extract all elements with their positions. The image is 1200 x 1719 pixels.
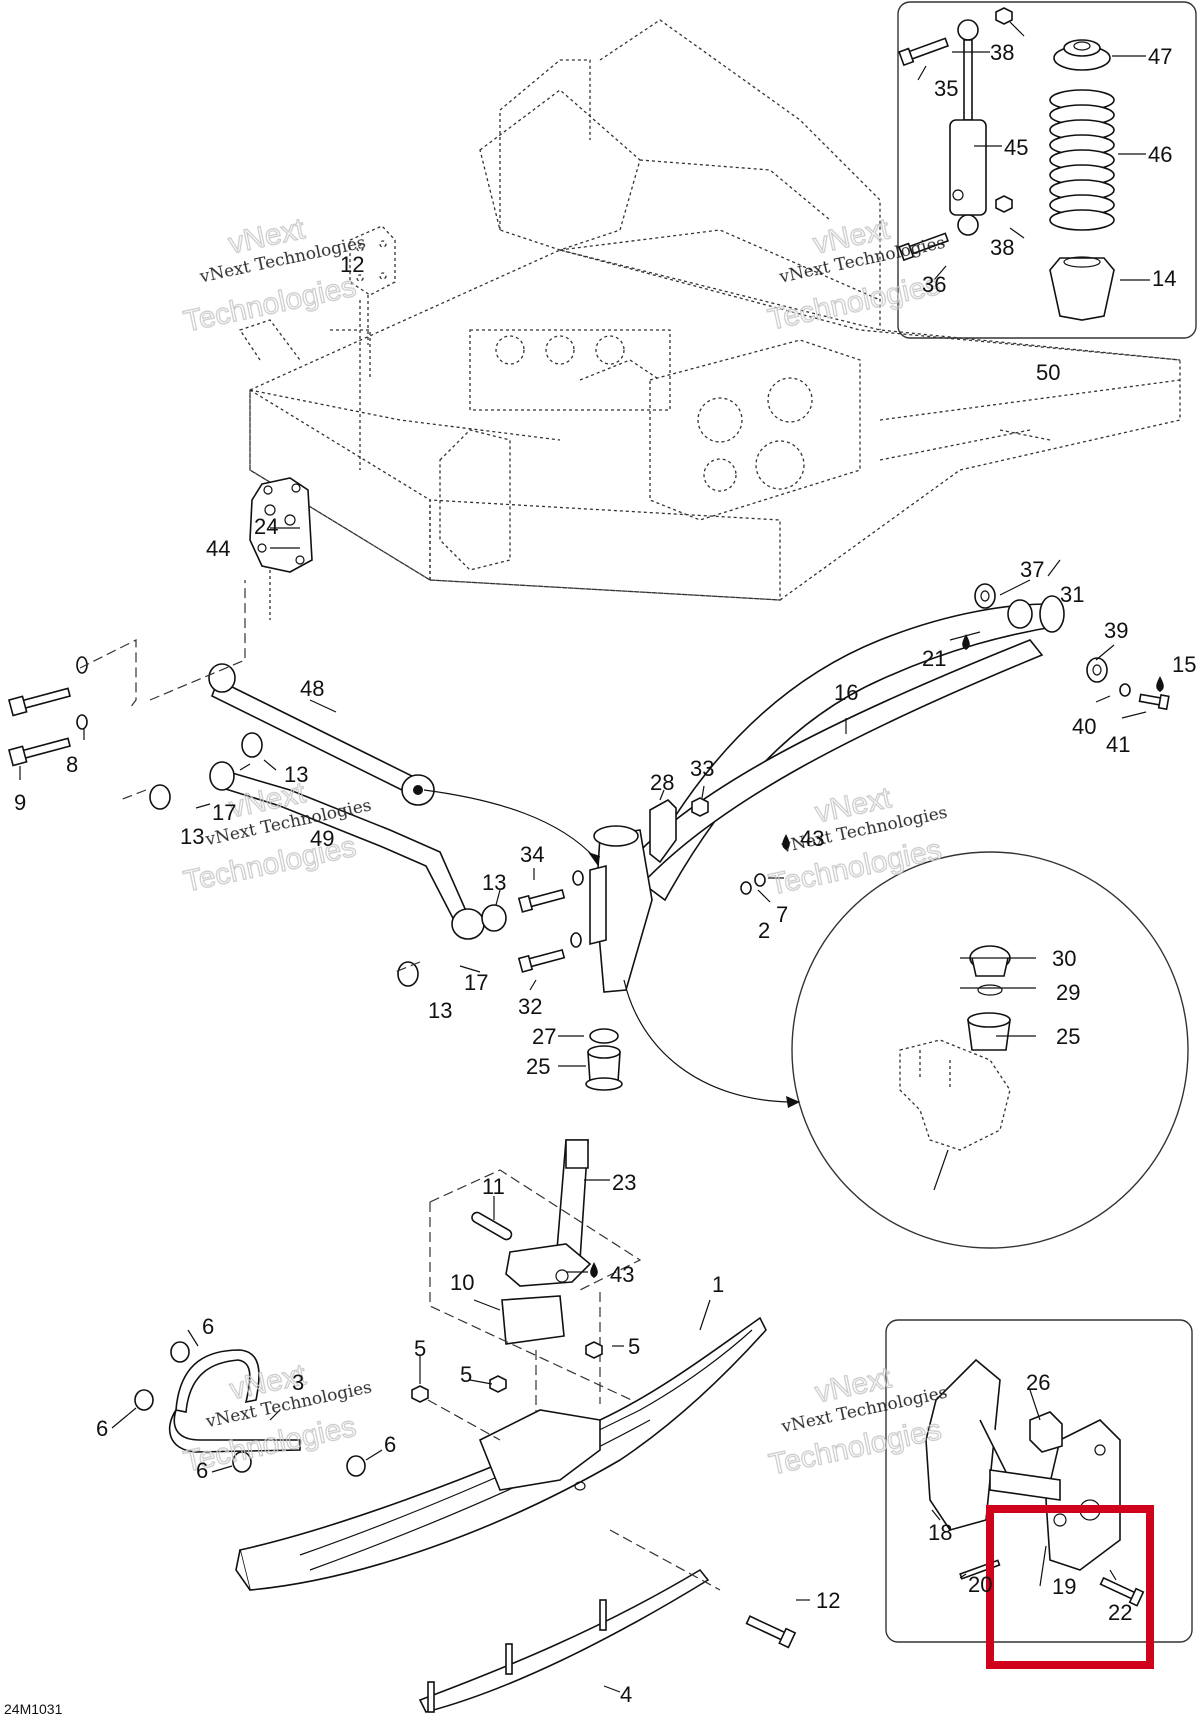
callout-27: 27 — [532, 1024, 556, 1049]
bracket-24 — [249, 477, 313, 620]
callout-46: 46 — [1148, 142, 1172, 167]
grease-drop-icons — [590, 634, 1164, 1278]
callout-23: 23 — [612, 1170, 636, 1195]
highlight-box — [986, 1505, 1154, 1669]
grease-drop-icon — [1156, 676, 1164, 692]
callout-7: 7 — [776, 902, 788, 927]
callout-38: 38 — [990, 235, 1014, 260]
bracket-12 — [349, 225, 396, 345]
callout-2: 2 — [758, 918, 770, 943]
shock-inset-box — [897, 1, 1197, 339]
callout-6: 6 — [202, 1314, 214, 1339]
runner-4 — [418, 1529, 721, 1713]
callout-18: 18 — [928, 1520, 952, 1545]
callout-29: 29 — [1056, 980, 1080, 1005]
callout-31: 31 — [1060, 582, 1084, 607]
callout-30: 30 — [1052, 946, 1076, 971]
callout-43: 43 — [800, 826, 824, 851]
grease-drop-icon — [590, 1262, 598, 1278]
ski-1 — [235, 1316, 767, 1591]
grease-drop-icon — [962, 634, 970, 650]
callout-36: 36 — [922, 272, 946, 297]
ski-leg-inset-box — [885, 1319, 1193, 1669]
callout-8: 8 — [66, 752, 78, 777]
callout-35: 35 — [934, 76, 958, 101]
diagram-code: 24M1031 — [4, 1701, 63, 1717]
callout-47: 47 — [1148, 44, 1172, 69]
handle-3 — [134, 1341, 366, 1477]
callout-13: 13 — [284, 762, 308, 787]
callout-25: 25 — [1056, 1024, 1080, 1049]
nut-5c — [585, 1341, 603, 1359]
nut-5b — [489, 1375, 507, 1393]
callout-48: 48 — [300, 676, 324, 701]
callout-13: 13 — [482, 870, 506, 895]
bolts-9 — [7, 656, 88, 767]
callout-5: 5 — [460, 1362, 472, 1387]
callout-1: 1 — [712, 1272, 724, 1297]
nut-5a — [411, 1385, 429, 1403]
callout-4: 4 — [620, 1682, 632, 1707]
callout-16: 16 — [834, 680, 858, 705]
callout-20: 20 — [968, 1572, 992, 1597]
callout-33: 33 — [690, 756, 714, 781]
callout-12: 12 — [816, 1588, 840, 1613]
spindle-23 — [471, 1139, 592, 1345]
callout-13: 13 — [428, 998, 452, 1023]
a-arm-16 — [589, 583, 1170, 993]
callout-10: 10 — [450, 1270, 474, 1295]
chassis-frame — [238, 19, 1181, 601]
callout-26: 26 — [1026, 1370, 1050, 1395]
bolt-12-lower — [745, 1615, 797, 1649]
spring-46 — [1049, 89, 1115, 231]
callouts: 35 38 47 45 46 38 36 14 50 12 24 44 37 3… — [4, 40, 1196, 1717]
callout-34: 34 — [520, 842, 544, 867]
callout-17: 17 — [212, 800, 236, 825]
callout-9: 9 — [14, 790, 26, 815]
callout-15: 15 — [1172, 652, 1196, 677]
callout-13: 13 — [180, 824, 204, 849]
callout-14: 14 — [1152, 266, 1176, 291]
callout-40: 40 — [1072, 714, 1096, 739]
callout-39: 39 — [1104, 618, 1128, 643]
callout-17: 17 — [464, 970, 488, 995]
callout-6: 6 — [384, 1432, 396, 1457]
bolts-32-34 — [517, 870, 766, 973]
callout-38: 38 — [990, 40, 1014, 65]
callout-6: 6 — [196, 1458, 208, 1483]
callout-43: 43 — [610, 1262, 634, 1287]
grease-drop-icon — [782, 834, 790, 850]
detail-circle — [791, 851, 1189, 1249]
link-49 — [149, 732, 507, 987]
bushing-25 — [585, 1045, 623, 1091]
callout-19: 19 — [1052, 1574, 1076, 1599]
callout-44: 44 — [206, 536, 230, 561]
callout-21: 21 — [922, 646, 946, 671]
leaders — [19, 21, 1150, 1693]
callout-24: 24 — [254, 514, 278, 539]
callout-45: 45 — [1004, 135, 1028, 160]
callout-5: 5 — [628, 1334, 640, 1359]
watermark-group: Technologies vNext Technologies vNext Te… — [180, 212, 949, 1483]
link-48 — [208, 663, 435, 806]
callout-37: 37 — [1020, 557, 1044, 582]
callout-22: 22 — [1108, 1600, 1132, 1625]
callout-12: 12 — [340, 252, 364, 277]
callout-5: 5 — [414, 1336, 426, 1361]
callout-3: 3 — [292, 1370, 304, 1395]
callout-32: 32 — [518, 994, 542, 1019]
callout-49: 49 — [310, 826, 334, 851]
callout-25: 25 — [526, 1054, 550, 1079]
callout-41: 41 — [1106, 732, 1130, 757]
seal-27 — [589, 1028, 619, 1044]
callout-6: 6 — [96, 1416, 108, 1441]
callout-50: 50 — [1036, 360, 1060, 385]
bracket-28 — [649, 797, 709, 864]
callout-11: 11 — [482, 1174, 505, 1199]
callout-28: 28 — [650, 770, 674, 795]
